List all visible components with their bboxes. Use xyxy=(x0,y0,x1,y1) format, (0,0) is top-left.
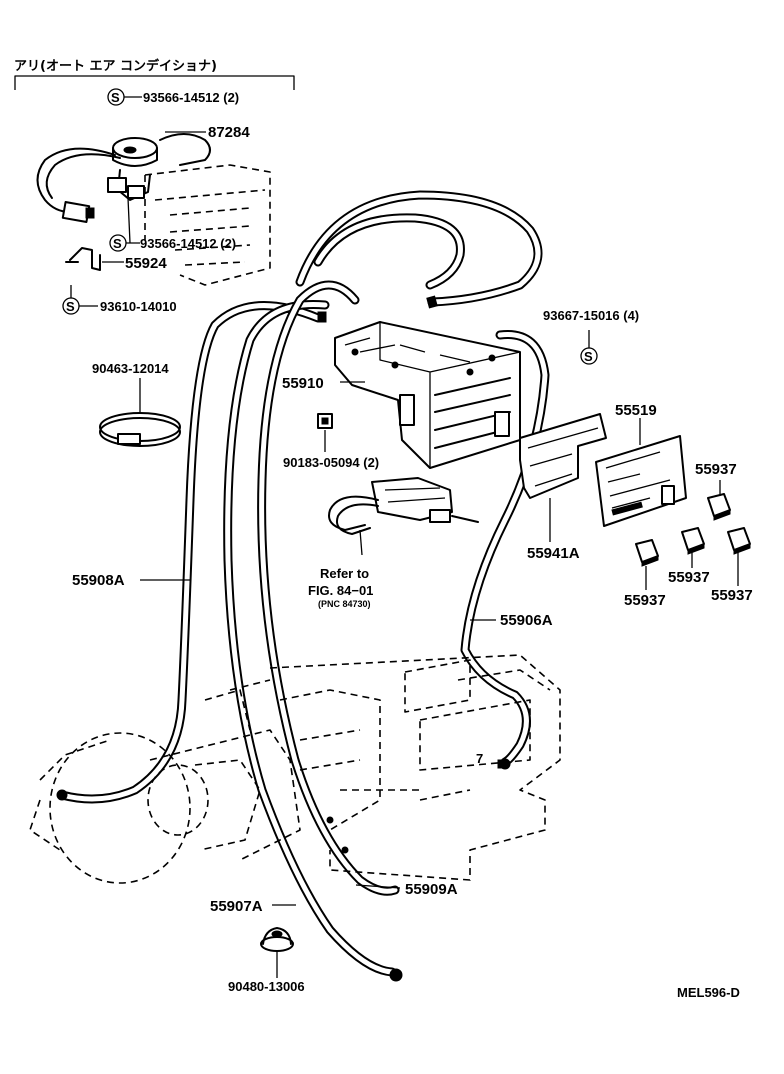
label-87284: 87284 xyxy=(208,124,250,141)
label-55906a: 55906A xyxy=(500,612,553,629)
heater-unit-dashed xyxy=(149,654,561,881)
motor-wiring xyxy=(36,133,211,223)
knob-55937-d xyxy=(727,527,751,555)
label-55941a: 55941A xyxy=(527,545,580,562)
label-90183: 90183-05094 (2) xyxy=(283,455,379,470)
label-55924: 55924 xyxy=(125,255,167,272)
control-unit-55910 xyxy=(334,321,521,469)
label-93566-top: 93566-14512 (2) xyxy=(143,90,239,105)
label-55937-a: 55937 xyxy=(695,461,737,478)
ref-line1: Refer to xyxy=(320,566,369,581)
std-mark-2: S xyxy=(113,236,122,251)
label-90480: 90480-13006 xyxy=(228,979,305,994)
clip-90183 xyxy=(317,413,333,429)
ref-line3: (PNC 84730) xyxy=(318,599,371,609)
std-mark-1: S xyxy=(111,90,120,105)
control-housing-dashed xyxy=(144,164,271,286)
option-header: アリ(オート エア コンデイショナ) xyxy=(14,58,217,74)
hose-band-90463 xyxy=(99,412,181,447)
blower-motor-dashed xyxy=(29,679,271,884)
label-55907a: 55907A xyxy=(210,898,263,915)
knob-55937-b xyxy=(635,539,659,567)
label-55519: 55519 xyxy=(615,402,657,419)
ref-line2: FIG. 84−01 xyxy=(308,583,373,598)
drawing-code: MEL596-D xyxy=(677,985,740,1000)
std-mark-3: S xyxy=(66,299,75,314)
label-90463: 90463-12014 xyxy=(92,361,169,376)
label-93667: 93667-15016 (4) xyxy=(543,308,639,323)
knob-55937-c xyxy=(681,527,705,555)
small-screw-markers xyxy=(326,759,507,854)
std-mark-4: S xyxy=(584,349,593,364)
part-labels: 93566-14512 (2) 87284 93566-14512 (2) 55… xyxy=(72,90,753,1000)
servo-motor-87284 xyxy=(107,137,158,201)
panel-55519 xyxy=(595,435,687,527)
bracket-55924 xyxy=(65,247,101,271)
control-cables xyxy=(57,190,550,977)
callout-7: 7 xyxy=(476,751,483,766)
knob-55937-a xyxy=(707,493,731,521)
label-93566-mid: 93566-14512 (2) xyxy=(140,236,236,251)
label-55937-b: 55937 xyxy=(624,592,666,609)
label-55909a: 55909A xyxy=(405,881,458,898)
grommet-90480 xyxy=(260,927,294,952)
label-55937-c: 55937 xyxy=(668,569,710,586)
switch-harness xyxy=(328,477,479,556)
option-bracket: アリ(オート エア コンデイショナ) xyxy=(14,58,295,90)
label-55910: 55910 xyxy=(282,375,324,392)
label-55937-d: 55937 xyxy=(711,587,753,604)
bezel-55941a xyxy=(519,413,607,499)
leader-lines xyxy=(70,96,739,978)
label-93610: 93610-14010 xyxy=(100,299,177,314)
label-55908a: 55908A xyxy=(72,572,125,589)
